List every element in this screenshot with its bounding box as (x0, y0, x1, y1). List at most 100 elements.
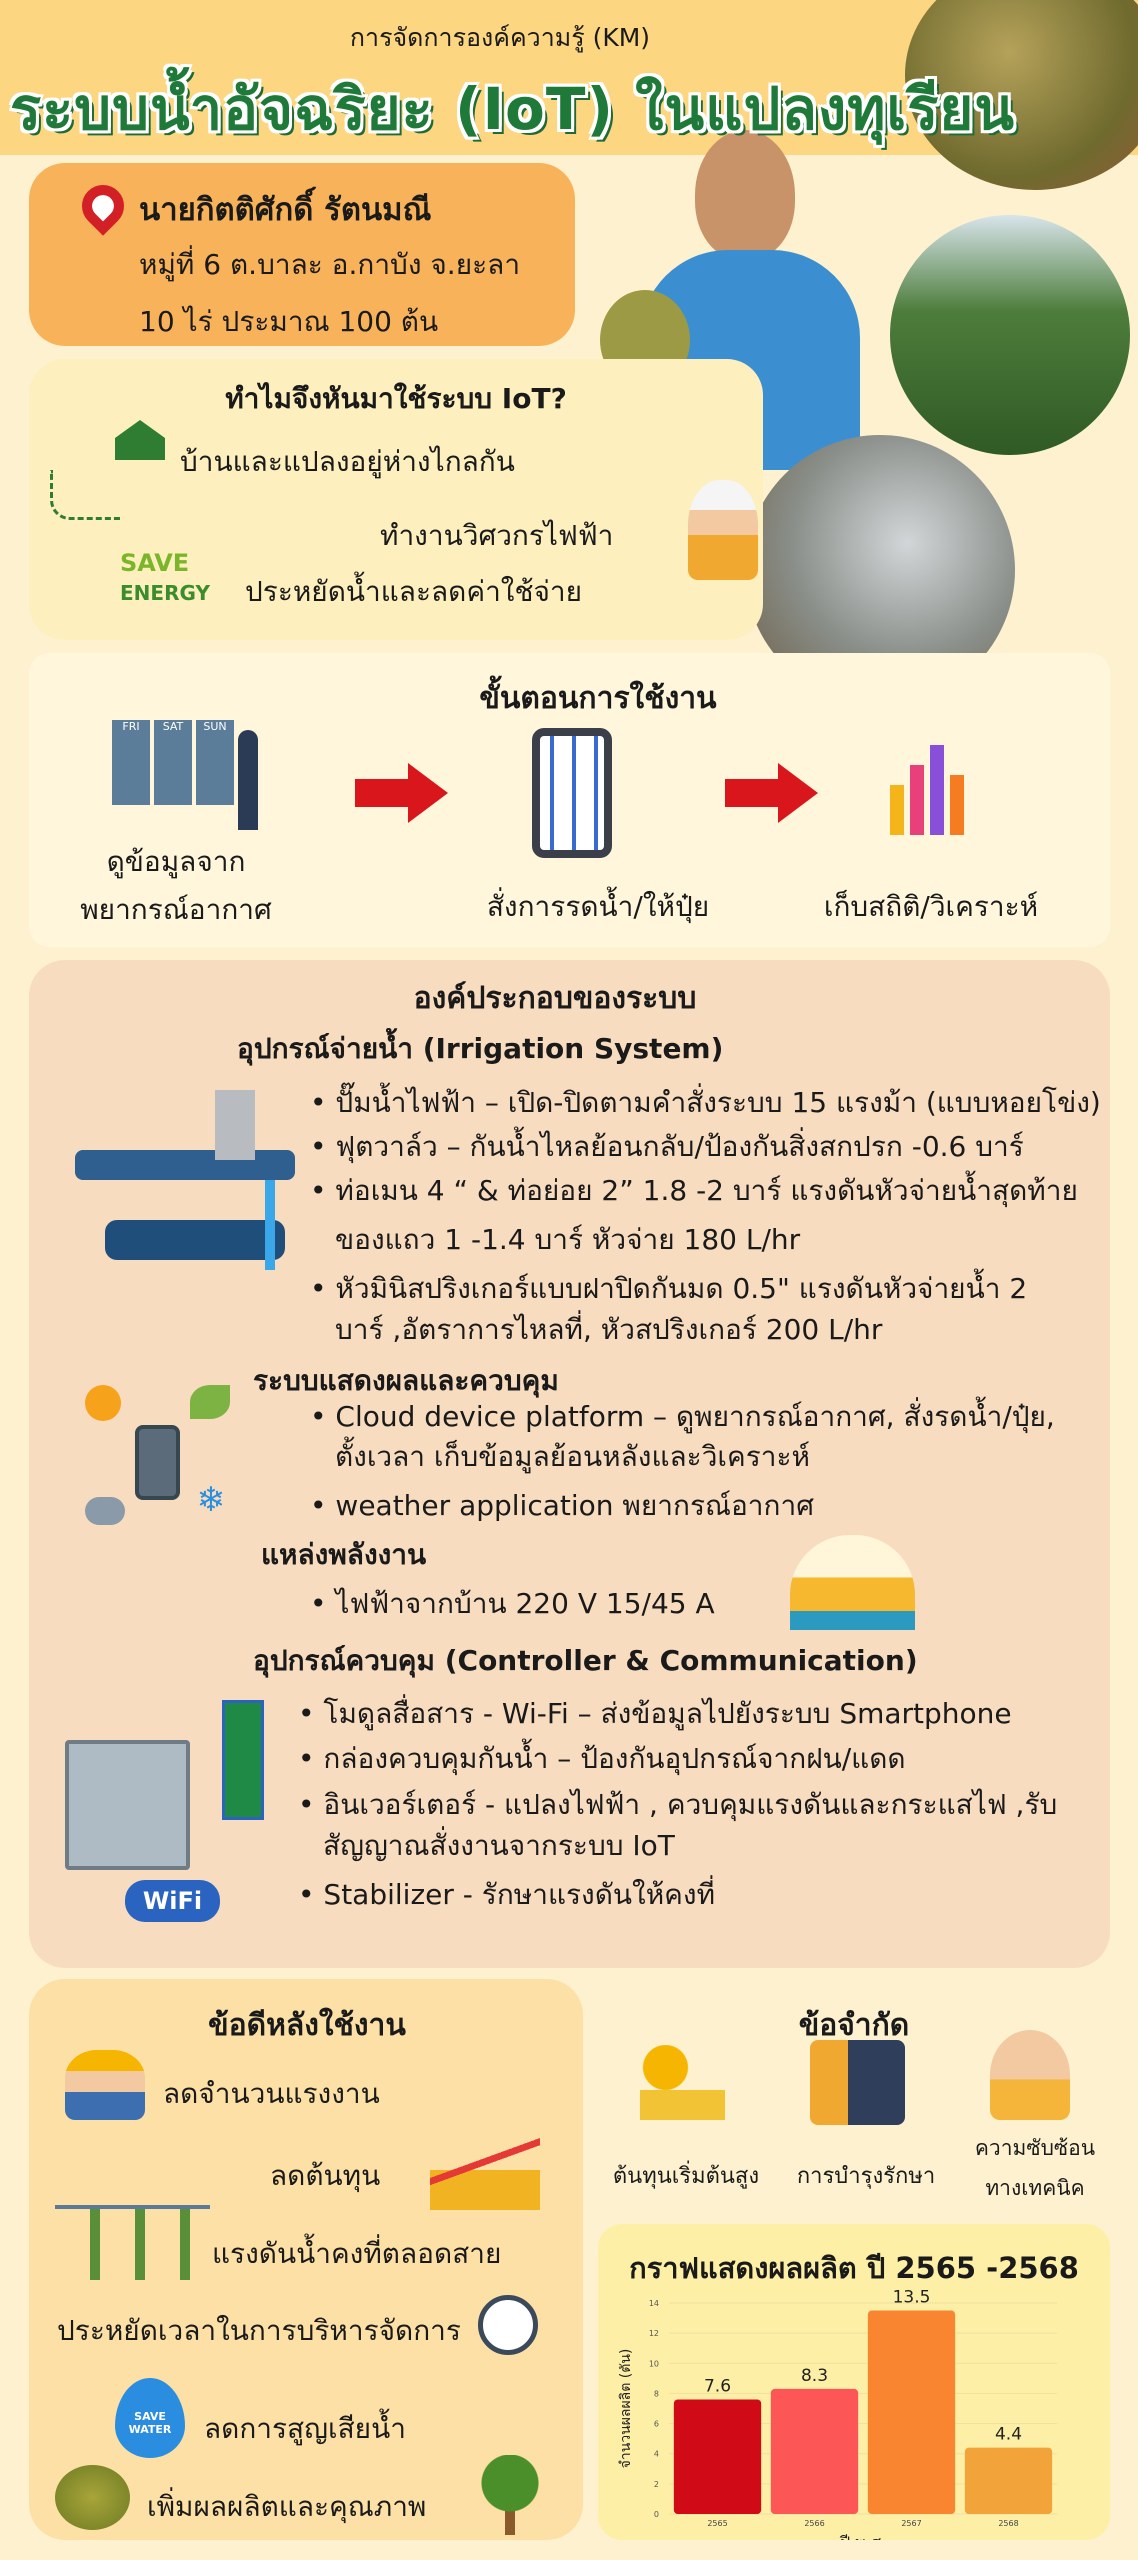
arrow-2-shaft (725, 779, 780, 807)
wifi-logo: WiFi (125, 1880, 220, 1922)
x-tick-label: 2568 (998, 2519, 1018, 2528)
components-title: องค์ประกอบของระบบ (413, 981, 697, 1016)
irrigation-bullet: หัวมินิสปริงเกอร์แบบฝาปิดกันมด 0.5" แรงด… (310, 1267, 1027, 1311)
controller-heading: อุปกรณ์ควบคุม (Controller & Communicatio… (253, 1644, 918, 1677)
page-title: ระบบน้ำอัจฉริยะ (IoT) ในแปลงทุเรียน (10, 75, 1016, 143)
y-tick-label: 4 (654, 2450, 659, 2459)
x-tick-label: 2567 (901, 2519, 921, 2528)
save-energy-logo: SAVE ENERGY (120, 548, 238, 622)
engineer-icon (688, 480, 758, 580)
statistics-icon (890, 735, 990, 835)
durian-icon (55, 2465, 130, 2530)
limitation-item: ทางเทคนิค (985, 2176, 1085, 2200)
arrow-right-icon (408, 763, 448, 823)
reason-distance: บ้านและแปลงอยู่ห่างไกลกัน (180, 445, 515, 478)
y-tick-label: 0 (654, 2510, 659, 2519)
display-heading: ระบบแสดงผลและควบคุม (253, 1364, 559, 1397)
irrigation-bullet: ฟุตวาล์ว – กันน้ำไหลย้อนกลับ/ป้องกันสิ่ง… (310, 1125, 1023, 1169)
arrow-right-icon (778, 763, 818, 823)
advantages-title: ข้อดีหลังใช้งาน (208, 2008, 406, 2043)
chart-title: กราฟแสดงผลผลิต ปี 2565 -2568 (629, 2251, 1079, 2285)
controller-bullet: กล่องควบคุมกันน้ำ – ป้องกันอุปกรณ์จากฝน/… (298, 1737, 905, 1781)
weather-day-fri: FRI (112, 720, 150, 805)
production-bar-chart: 0 2 4 6 8 10 12 14 7.6 2565 8.3 2566 13.5 2567 4.4 2568… (618, 2288, 1057, 2540)
display-bullet: Cloud device platform – ดูพยากรณ์อากาศ, … (310, 1395, 1054, 1439)
limitations-title: ข้อจำกัด (798, 2008, 910, 2043)
controller-bullet: Stabilizer - รักษาแรงดันให้คงที่ (298, 1873, 715, 1917)
y-tick-label: 2 (654, 2480, 659, 2489)
header-subtitle: การจัดการองค์ความรู้ (KM) (349, 23, 651, 52)
display-bullet-cont: ตั้งเวลา เก็บข้อมูลย้อนหลังและวิเคราะห์ (335, 1440, 810, 1473)
worker-icon (65, 2050, 145, 2120)
reason-engineer: ทำงานวิศวกรไฟฟ้า (380, 519, 614, 552)
save-water-logo: SAVE WATER (115, 2378, 185, 2458)
cost-down-icon (430, 2130, 540, 2210)
map-route-icon (50, 470, 120, 520)
weather-day-sat: SAT (154, 720, 192, 805)
irrigation-bullet: ท่อเมน 4 “ & ท่อย่อย 2” 1.8 -2 บาร์ แรงด… (310, 1169, 1077, 1213)
step-1-label-line1: ดูข้อมูลจาก (106, 845, 246, 878)
limitation-item: ความซับซ้อน (974, 2136, 1096, 2160)
display-bullet: weather application พยากรณ์อากาศ (310, 1484, 814, 1528)
reason-save: ประหยัดน้ำและลดค่าใช้จ่าย (245, 575, 583, 608)
bar-2567 (867, 2310, 956, 2514)
smartphone-control-icon (532, 728, 612, 858)
advantage-item: ลดต้นทุน (270, 2159, 381, 2192)
step-2-label: สั่งการรดน้ำ/ให้ปุ๋ย (486, 890, 710, 923)
step-1-label-line2: พยากรณ์อากาศ (80, 893, 272, 926)
energy-bullet: ไฟฟ้าจากบ้าน 220 V 15/45 A (310, 1582, 714, 1626)
farm-area: 10 ไร่ ประมาณ 100 ต้น (139, 305, 439, 338)
controller-bullet: โมดูลสื่อสาร - Wi-Fi – ส่งข้อมูลไปยังระบ… (298, 1692, 1011, 1736)
farmer-name: นายกิตติศักดิ์ รัตนมณี (139, 192, 432, 228)
irrigation-bullet-cont: บาร์ ,อัตราการไหลที่, หัวสปริงเกอร์ 200 … (335, 1313, 883, 1346)
advantage-item: ลดจำนวนแรงงาน (163, 2077, 380, 2110)
farmer-address: หมู่ที่ 6 ต.บาละ อ.กาบัง จ.ยะลา (139, 248, 521, 281)
why-title: ทำไมจึงหันมาใช้ระบบ IoT? (225, 382, 567, 415)
advantage-item: ลดการสูญเสียน้ำ (204, 2412, 406, 2445)
smart-weather-icon: ❄ (85, 1385, 230, 1525)
house-electricity-icon (790, 1535, 915, 1630)
y-tick-label: 12 (649, 2329, 659, 2338)
y-tick-label: 8 (654, 2389, 659, 2398)
weather-forecast-icon: FRI SAT SUN (112, 720, 262, 830)
controller-bullet-cont: สัญญาณสั่งงานจากระบบ IoT (323, 1829, 675, 1862)
limitation-item: การบำรุงรักษา (796, 2164, 936, 2189)
irrigation-pipes-icon (75, 1080, 295, 1280)
bar-value-label: 13.5 (893, 2288, 931, 2308)
irrigation-heading: อุปกรณ์จ่ายน้ำ (Irrigation System) (237, 1032, 724, 1065)
bar-2565 (673, 2399, 762, 2514)
time-saving-icon (478, 2295, 538, 2355)
high-cost-icon (640, 2045, 725, 2120)
bar-value-label: 4.4 (995, 2425, 1022, 2445)
x-tick-label: 2565 (707, 2519, 727, 2528)
advantage-item: แรงดันน้ำคงที่ตลอดสาย (212, 2237, 502, 2270)
bar-value-label: 7.6 (704, 2376, 731, 2396)
x-axis-label: ปี พ.ศ. (840, 2533, 887, 2540)
advantage-item: เพิ่มผลผลิตและคุณภาพ (147, 2490, 427, 2523)
tree-icon (480, 2455, 540, 2535)
x-tick-label: 2566 (804, 2519, 824, 2528)
weather-day-sun: SUN (196, 720, 234, 805)
why-iot-card (29, 359, 763, 640)
y-tick-label: 6 (654, 2420, 659, 2429)
energy-heading: แหล่งพลังงาน (261, 1538, 427, 1571)
y-axis-label: จำนวนผลผลิต (ตัน) (618, 2349, 634, 2469)
bar-value-label: 8.3 (801, 2366, 828, 2386)
irrigation-bullet: ปั๊มน้ำไฟฟ้า – เปิด-ปิดตามคำสั่งระบบ 15 … (310, 1081, 1100, 1125)
advantage-item: ประหยัดเวลาในการบริหารจัดการ (57, 2314, 461, 2347)
save-energy-word2: ENERGY (120, 581, 210, 605)
controller-bullet: อินเวอร์เตอร์ - แปลงไฟฟ้า , ควบคุมแรงดัน… (298, 1783, 1057, 1827)
maintenance-icon (810, 2040, 905, 2125)
limitation-item: ต้นทุนเริ่มต้นสูง (612, 2164, 760, 2189)
wifi-module-icon (222, 1700, 264, 1820)
y-tick-label: 10 (649, 2359, 659, 2368)
bar-2566 (770, 2388, 859, 2514)
bar-2568 (964, 2447, 1053, 2514)
step-3-label: เก็บสถิติ/วิเคราะห์ (823, 890, 1039, 923)
complexity-icon (990, 2030, 1070, 2120)
irrigation-bullet-cont: ของแถว 1 -1.4 บาร์ หัวจ่าย 180 L/hr (335, 1223, 801, 1256)
sprinkler-line-icon (55, 2205, 210, 2280)
y-tick-label: 14 (649, 2299, 659, 2308)
arrow-1-shaft (355, 779, 410, 807)
orchard-photo (890, 215, 1130, 455)
